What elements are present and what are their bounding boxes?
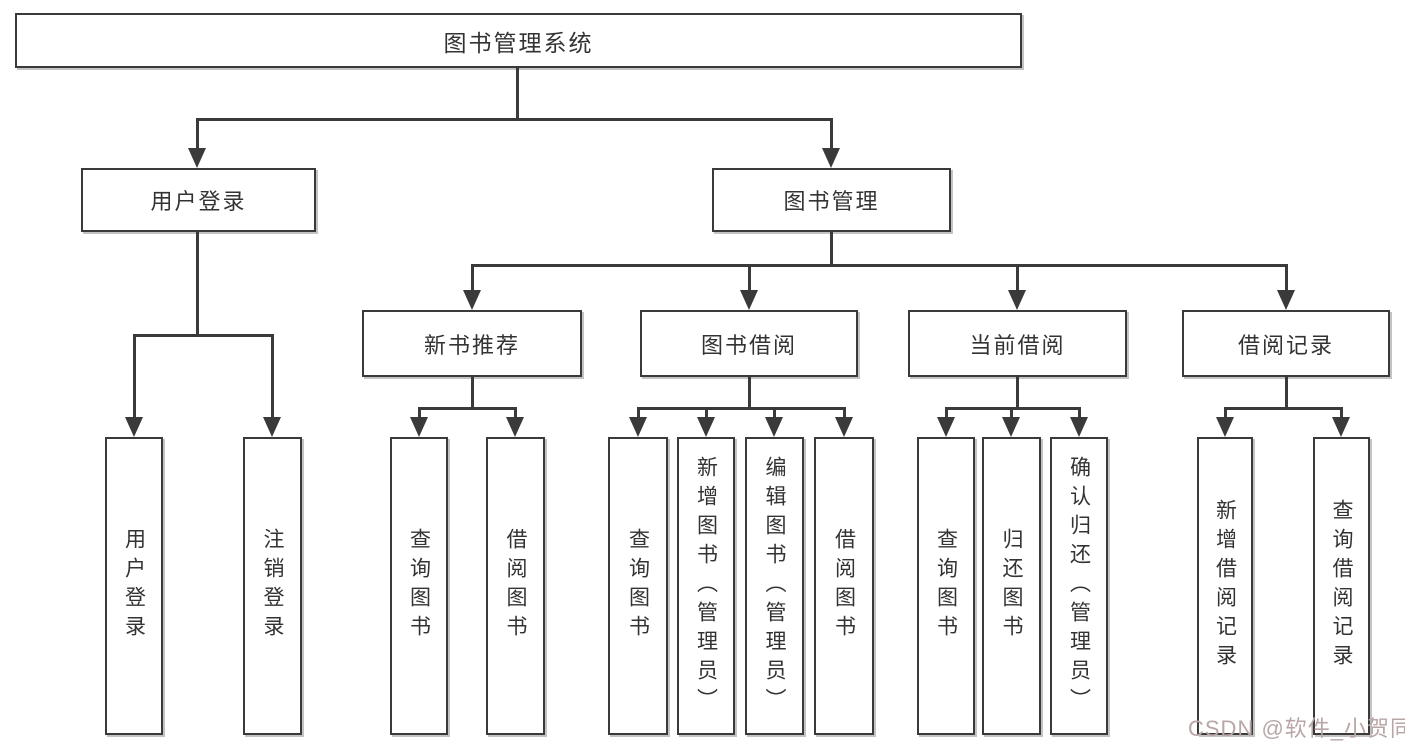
leaf-label: 确认归还（管理员）	[1067, 455, 1091, 717]
connector-line	[637, 407, 846, 410]
connector-line	[1340, 407, 1343, 419]
node-borrow-records: 借阅记录	[1182, 310, 1390, 377]
arrow-down-icon	[937, 417, 955, 437]
leaf-label: 查询图书	[626, 528, 650, 644]
connector-line	[1078, 407, 1081, 419]
node-label: 借阅记录	[1237, 332, 1334, 358]
connector-line	[196, 232, 199, 336]
connector-line	[773, 407, 776, 419]
connector-line	[1016, 264, 1019, 292]
arrow-down-icon	[629, 417, 647, 437]
leaf-label: 注销登录	[261, 528, 284, 644]
connector-line	[945, 407, 948, 419]
connector-line	[830, 232, 833, 266]
connector-line	[271, 334, 274, 418]
arrow-down-icon	[1216, 417, 1234, 437]
node-book-borrow: 图书借阅	[640, 310, 858, 377]
arrow-down-icon	[765, 417, 783, 437]
connector-line	[418, 407, 421, 419]
arrow-down-icon	[1008, 290, 1026, 310]
leaf-query-borrow-record: 查询借阅记录	[1313, 437, 1370, 735]
leaf-label: 查询图书	[934, 528, 958, 644]
arrow-down-icon	[740, 290, 758, 310]
connector-line	[196, 118, 199, 150]
arrow-down-icon	[835, 417, 853, 437]
connector-line	[418, 407, 517, 410]
node-label: 用户登录	[150, 189, 247, 214]
connector-line	[514, 407, 517, 419]
arrow-down-icon	[1277, 290, 1295, 310]
leaf-logout: 注销登录	[243, 437, 302, 735]
arrow-down-icon	[1070, 417, 1088, 437]
connector-line	[133, 334, 136, 418]
arrow-down-icon	[1002, 417, 1020, 437]
connector-line	[843, 407, 846, 419]
leaf-query-books: 查询图书	[390, 437, 448, 735]
node-library-system: 图书管理系统	[15, 13, 1022, 68]
connector-line	[471, 264, 474, 292]
node-label: 新书推荐	[423, 332, 520, 358]
leaf-query-books: 查询图书	[917, 437, 975, 735]
leaf-add-borrow-record: 新增借阅记录	[1197, 437, 1253, 735]
connector-line	[1285, 377, 1288, 409]
arrow-down-icon	[506, 417, 524, 437]
connector-line	[748, 377, 751, 409]
arrow-down-icon	[188, 148, 206, 168]
arrow-down-icon	[697, 417, 715, 437]
arrow-down-icon	[125, 417, 143, 437]
leaf-query-books: 查询图书	[608, 437, 668, 735]
leaf-label: 查询借阅记录	[1330, 499, 1353, 673]
leaf-label: 新增借阅记录	[1213, 499, 1237, 673]
connector-line	[196, 118, 833, 121]
node-label: 图书管理系统	[443, 29, 594, 56]
arrow-down-icon	[410, 417, 428, 437]
leaf-label: 用户登录	[122, 528, 146, 644]
leaf-add-books-admin: 新增图书（管理员）	[677, 437, 735, 735]
connector-line	[1224, 407, 1227, 419]
leaf-label: 归还图书	[1000, 528, 1023, 644]
leaf-label: 查询图书	[407, 528, 431, 644]
arrow-down-icon	[1332, 417, 1350, 437]
connector-line	[1224, 407, 1343, 410]
connector-line	[830, 118, 833, 150]
leaf-label: 编辑图书（管理员）	[763, 455, 786, 717]
node-new-book-recommend: 新书推荐	[362, 310, 582, 377]
leaf-borrow-books: 借阅图书	[814, 437, 874, 735]
connector-line	[945, 407, 1081, 410]
leaf-user-login: 用户登录	[105, 437, 163, 735]
connector-line	[471, 377, 474, 409]
leaf-label: 借阅图书	[832, 528, 856, 644]
leaf-borrow-books: 借阅图书	[486, 437, 545, 735]
leaf-label: 借阅图书	[504, 528, 527, 644]
arrow-down-icon	[263, 417, 281, 437]
node-label: 图书管理	[783, 189, 880, 214]
csdn-watermark: CSDN @软件_小贺同学	[1188, 716, 1405, 741]
connector-line	[1010, 407, 1013, 419]
node-label: 图书借阅	[700, 332, 797, 358]
node-book-management: 图书管理	[712, 168, 951, 232]
node-current-borrow: 当前借阅	[908, 310, 1127, 377]
connector-line	[471, 264, 1288, 267]
leaf-edit-books-admin: 编辑图书（管理员）	[745, 437, 804, 735]
connector-line	[133, 334, 274, 337]
connector-line	[516, 68, 519, 120]
connector-line	[748, 264, 751, 292]
leaf-confirm-return-admin: 确认归还（管理员）	[1050, 437, 1108, 735]
arrow-down-icon	[822, 148, 840, 168]
leaf-return-books: 归还图书	[982, 437, 1041, 735]
connector-line	[637, 407, 640, 419]
connector-line	[1016, 377, 1019, 409]
arrow-down-icon	[463, 290, 481, 310]
node-user-login: 用户登录	[81, 168, 316, 232]
node-label: 当前借阅	[969, 332, 1066, 358]
leaf-label: 新增图书（管理员）	[694, 455, 718, 717]
connector-line	[705, 407, 708, 419]
connector-line	[1285, 264, 1288, 292]
